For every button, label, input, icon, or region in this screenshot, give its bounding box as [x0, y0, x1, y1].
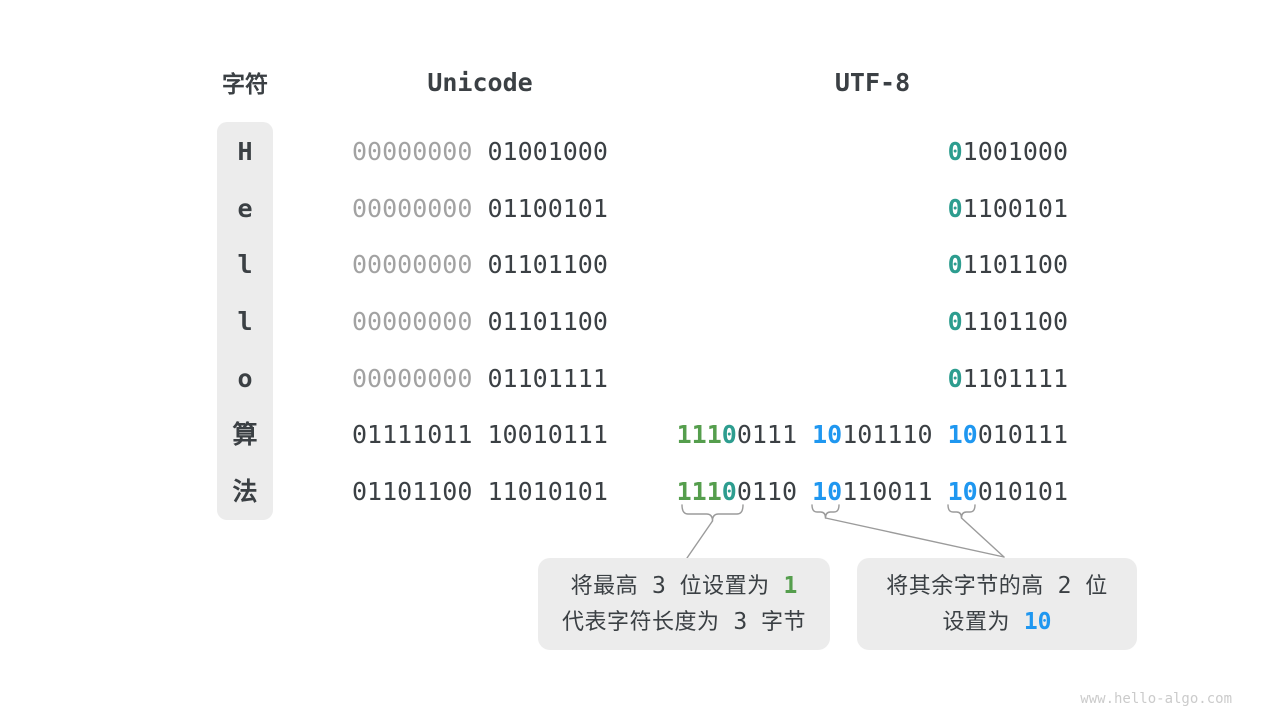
- binary-segment: 00000000: [352, 137, 473, 166]
- binary-segment: 110011: [842, 476, 933, 506]
- column-header-char: 字符: [222, 71, 268, 97]
- binary-segment: 101110: [842, 420, 933, 450]
- char-cell: l: [237, 250, 253, 280]
- callout-text-segment: 2: [1043, 573, 1086, 599]
- binary-segment: 1100101: [962, 193, 1068, 223]
- callout-text-segment: 将其余字节的高: [886, 573, 1044, 598]
- binary-segment: 0: [947, 306, 963, 336]
- unicode-value: 00000000 01101111: [352, 364, 608, 394]
- char-cell: l: [237, 306, 253, 336]
- binary-segment: 111: [676, 476, 722, 506]
- binary-segment: 1101100: [962, 250, 1068, 280]
- utf8-value: 11100110 10110011 10010101: [677, 477, 1068, 507]
- callout-line: 将最高 3 位设置为 1: [538, 568, 830, 604]
- column-header-utf8: UTF-8: [834, 68, 911, 97]
- binary-segment: 01101100: [487, 306, 608, 336]
- connector-line-continuation-first: [824, 517, 1005, 558]
- binary-segment: 01101100: [487, 250, 608, 280]
- char-cell: 算: [232, 420, 258, 450]
- underbrace-3bit-prefix-icon: [681, 504, 744, 522]
- binary-segment: 01101100: [352, 476, 473, 506]
- watermark: www.hello-algo.com: [1080, 691, 1232, 707]
- character-column-panel: [217, 122, 273, 520]
- binary-segment: 111: [676, 420, 722, 450]
- callout-continuation-bits: 将其余字节的高 2 位设置为 10: [857, 558, 1137, 650]
- unicode-value: 01101100 11010101: [352, 477, 608, 507]
- char-cell: e: [237, 193, 253, 223]
- binary-segment: 0: [947, 250, 963, 280]
- utf8-value: 01001000: [948, 137, 1068, 167]
- char-cell: o: [237, 363, 253, 393]
- binary-segment: 010111: [977, 420, 1068, 450]
- utf8-value: 01101100: [948, 250, 1068, 280]
- binary-segment: 0: [947, 137, 963, 166]
- column-header-unicode: Unicode: [427, 68, 533, 97]
- utf8-value: 11100111 10101110 10010111: [677, 420, 1068, 450]
- unicode-value: 00000000 01001000: [352, 137, 608, 167]
- callout-text-segment: 位设置为: [679, 573, 770, 598]
- binary-segment: 00000000: [352, 363, 473, 393]
- char-cell: 法: [232, 476, 258, 506]
- callout-text-segment: 字节: [761, 609, 807, 634]
- binary-segment: 10: [812, 476, 843, 506]
- binary-segment: 11010101: [487, 476, 608, 506]
- binary-segment: 0: [947, 363, 963, 393]
- binary-segment: 0110: [736, 476, 798, 506]
- binary-segment: 0: [721, 420, 737, 450]
- callout-text-segment: 设置为: [942, 609, 1010, 634]
- binary-segment: 01001000: [487, 137, 608, 166]
- binary-segment: 10010111: [487, 420, 608, 450]
- binary-segment: 00000000: [352, 193, 473, 223]
- unicode-value: 01111011 10010111: [352, 420, 608, 450]
- binary-segment: 0: [721, 476, 737, 506]
- callout-text-segment: 3: [719, 609, 762, 635]
- callout-text-segment: 代表字符长度为: [561, 609, 720, 634]
- callout-text-segment: 1: [769, 573, 798, 599]
- connector-line-continuation-second: [960, 517, 1005, 558]
- binary-segment: 1101111: [962, 363, 1068, 393]
- callout-text-segment: 3: [638, 573, 680, 599]
- callout-text-segment: 10: [1009, 609, 1052, 635]
- binary-segment: 0111: [736, 420, 798, 450]
- unicode-value: 00000000 01101100: [352, 307, 608, 337]
- unicode-value: 00000000 01101100: [352, 250, 608, 280]
- binary-segment: 01111011: [352, 420, 473, 450]
- binary-segment: 0: [947, 193, 963, 223]
- utf8-value: 01100101: [948, 194, 1068, 224]
- binary-segment: 10: [812, 420, 843, 450]
- binary-segment: 01101111: [487, 363, 608, 393]
- callout-text-segment: 位: [1085, 573, 1108, 598]
- utf8-value: 01101111: [948, 364, 1068, 394]
- binary-segment: 01100101: [487, 193, 608, 223]
- utf8-value: 01101100: [948, 307, 1068, 337]
- callout-text-segment: 将最高: [570, 573, 639, 598]
- callout-line: 将其余字节的高 2 位: [857, 568, 1137, 604]
- binary-segment: 00000000: [352, 306, 473, 336]
- callout-line: 代表字符长度为 3 字节: [538, 604, 830, 640]
- char-cell: H: [237, 137, 253, 166]
- binary-segment: 010101: [977, 476, 1068, 506]
- binary-segment: 00000000: [352, 250, 473, 280]
- unicode-value: 00000000 01100101: [352, 194, 608, 224]
- binary-segment: 1001000: [962, 137, 1068, 166]
- connector-line-3bit: [686, 520, 714, 559]
- binary-segment: 1101100: [962, 306, 1068, 336]
- underbrace-continuation-second-icon: [947, 504, 976, 519]
- underbrace-continuation-first-icon: [811, 504, 840, 519]
- callout-line: 设置为 10: [857, 604, 1137, 640]
- binary-segment: 10: [947, 420, 978, 450]
- binary-segment: 10: [947, 476, 978, 506]
